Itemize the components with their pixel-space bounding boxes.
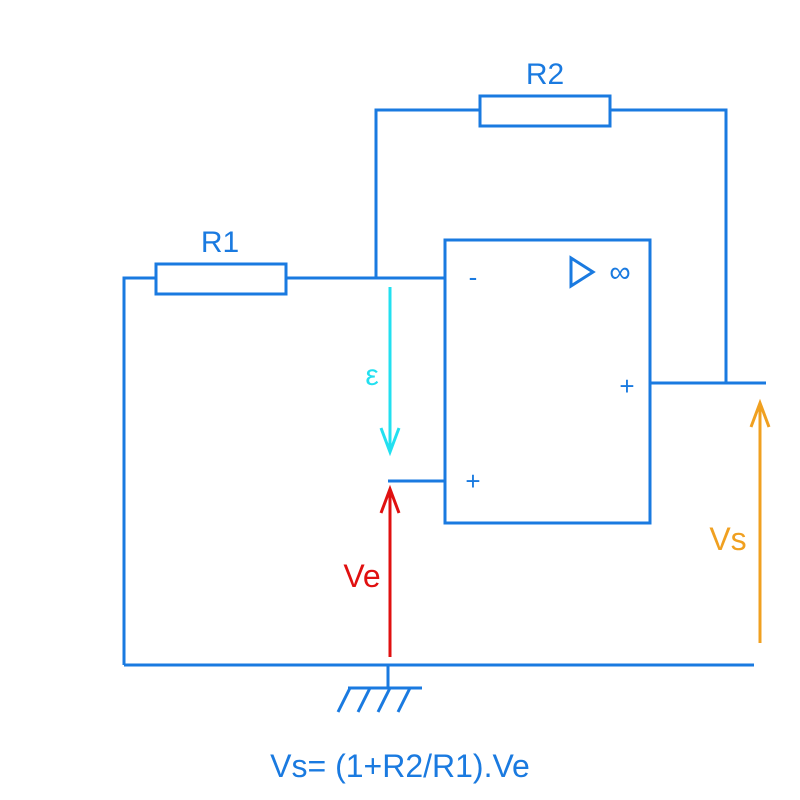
output-voltage-arrow (749, 398, 771, 643)
resistor-r2 (478, 94, 612, 128)
opamp-triangle-icon (569, 255, 596, 289)
input-voltage-arrow (379, 484, 401, 657)
r1-left-wire (122, 276, 156, 665)
noninverting-input-sign: + (465, 466, 480, 496)
epsilon-arrow (379, 287, 401, 457)
resistor-r1 (154, 262, 288, 296)
output-voltage-label: Vs (709, 521, 746, 557)
feedback-wire-right (610, 108, 728, 383)
opamp-infinity-symbol: ∞ (609, 256, 630, 289)
input-voltage-label: Ve (343, 558, 380, 594)
r2-label: R2 (526, 58, 564, 91)
epsilon-label: ε (365, 359, 378, 392)
feedback-wire (374, 108, 480, 278)
gain-formula: Vs= (1+R2/R1).Ve (270, 748, 530, 784)
r1-label: R1 (201, 226, 239, 259)
ground-icon (336, 686, 422, 713)
inverting-input-sign: - (469, 262, 478, 292)
output-sign: + (619, 371, 634, 401)
